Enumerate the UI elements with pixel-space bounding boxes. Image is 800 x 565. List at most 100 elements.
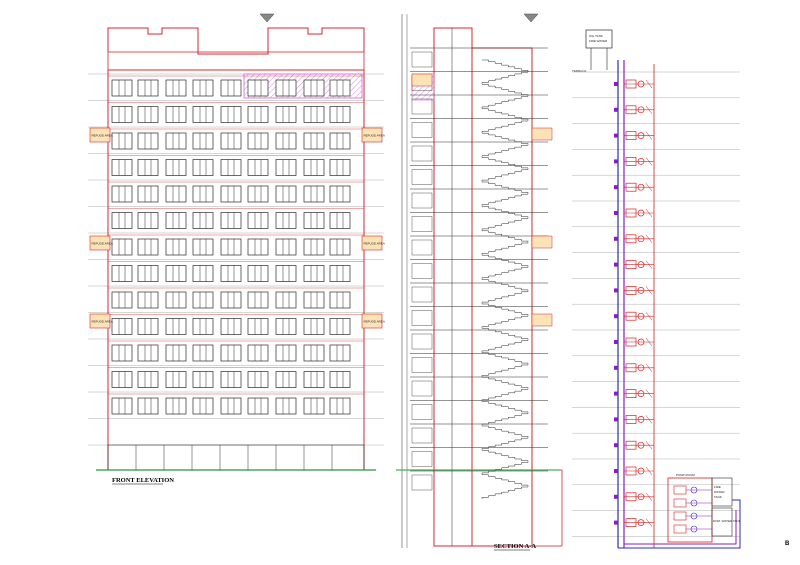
window [329,185,351,203]
stair-flight [481,413,528,426]
window [275,318,297,335]
valve-stem [645,234,653,243]
window [275,132,297,150]
valve-stem [645,183,653,192]
pump-room-label: PUMP ROOM [676,473,695,477]
stair-flight [481,486,528,499]
lift-shaft [433,27,473,547]
window [165,132,187,150]
window [165,79,187,97]
stair-flight [482,352,529,365]
window [220,159,242,176]
roof-parapet [107,51,365,71]
window [137,318,159,335]
window [111,371,133,388]
section-opening [411,380,433,397]
window [111,185,133,203]
window [192,159,214,176]
fire-tank-label-3: TANK [714,495,722,499]
refuge-tag: REFUGE AREA [361,313,385,329]
stair-flight [481,389,528,402]
refuge-box [89,313,111,329]
stair-flight [481,437,528,451]
window [165,291,187,309]
window [220,185,242,203]
section-opening [411,427,433,444]
window [111,238,133,256]
lift-machine-room-symbol [259,13,275,23]
stair-flight [481,340,528,353]
riser-fitting [614,236,618,241]
valve-stem [645,389,653,398]
window [220,132,242,150]
valve-stem [645,105,653,114]
window [275,371,297,388]
section-opening [411,263,433,279]
window [303,265,325,282]
section-opening [411,333,433,350]
window [329,397,351,415]
section-opening [411,451,433,467]
riser-fitting [614,211,618,215]
window [220,318,242,335]
window [247,132,269,150]
stair-flight [481,462,528,475]
riser-fitting [614,107,618,112]
window [137,212,159,229]
section-top-symbol [523,13,539,23]
staircase-flights [481,59,529,499]
window [220,212,242,229]
stair-flight [481,96,528,109]
pump [673,511,687,521]
section-opening [411,122,433,138]
window [247,159,269,176]
valve-stem [645,157,653,166]
stair-flight [482,474,529,487]
window [275,291,297,309]
window [137,371,159,388]
window [111,318,133,335]
pump [673,485,687,495]
window [275,79,297,97]
refuge-tag: REFUGE AREA [89,235,113,251]
window [275,397,297,415]
window [220,371,242,388]
window [192,344,214,362]
stair-flight [482,401,529,414]
section-title: SECTION A-A [494,543,536,550]
section-opening [411,51,433,68]
riser-floor-lines [572,71,740,537]
window [165,318,187,335]
stair-flight [481,364,528,377]
window [329,238,351,256]
valve-stem [645,79,653,89]
stair-flight [481,145,528,158]
valve-stem [645,208,653,218]
window [165,106,187,123]
window [247,397,269,415]
window [247,212,269,229]
window [220,79,242,97]
refuge-label: REFUGE AREA [92,320,113,324]
window [275,185,297,203]
valve-stem [645,131,653,140]
stair-flight [482,303,529,316]
window [111,291,133,309]
valve-stem [645,415,653,424]
refuge-label: REFUGE AREA [364,242,385,246]
riser-fitting [614,494,618,499]
window [137,397,159,415]
window [303,238,325,256]
section-opening [411,357,433,373]
valve-stem [645,441,653,450]
window [303,318,325,335]
stair-flight [482,254,529,268]
window [303,185,325,203]
refuge-box [89,127,111,143]
tank-label-2: FIRE WATER [589,39,608,43]
stair-flight [481,218,528,231]
domestic-tank-label: DOM. WATER TANK [713,519,741,523]
window [303,344,325,362]
section-opening [411,474,433,491]
window [275,238,297,256]
